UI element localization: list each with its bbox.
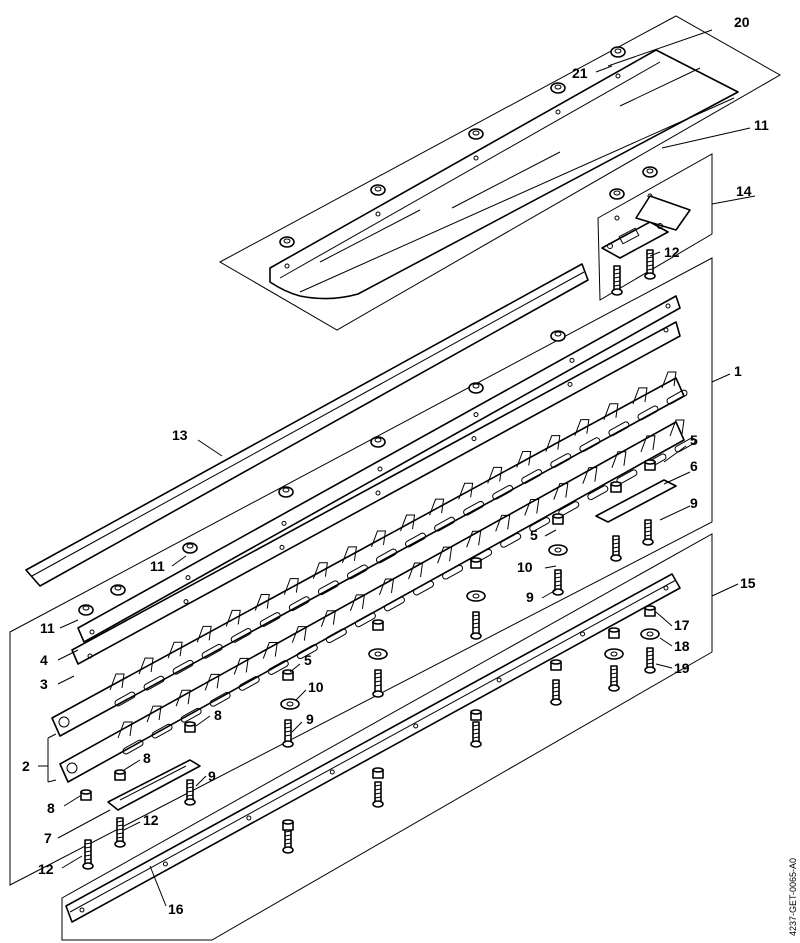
callout-9: 9	[208, 768, 216, 784]
bracket-14	[601, 195, 691, 259]
callout-12: 12	[143, 812, 159, 828]
group-outline-14	[597, 153, 713, 301]
leader-lines	[38, 29, 756, 907]
group-outline-15	[61, 533, 713, 941]
callout-10: 10	[308, 679, 324, 695]
document-code: 4237-GET-0065-A0	[788, 858, 798, 936]
callout-labels: 20 21 11 14 12 1 13 5 6 9 5 10 9 11 11 1…	[22, 14, 769, 917]
callout-21: 21	[572, 65, 588, 81]
blade-teeth	[109, 371, 696, 755]
rail-holes	[79, 585, 669, 913]
fasteners	[78, 249, 660, 870]
callout-8: 8	[143, 750, 151, 766]
callout-20: 20	[734, 14, 750, 30]
group-outline-20	[218, 15, 782, 331]
callout-6: 6	[690, 458, 698, 474]
plate-4	[77, 295, 681, 643]
plate-7	[107, 759, 201, 811]
plate-holes	[87, 303, 671, 659]
blade-guard-cover	[269, 49, 739, 300]
rail-16	[65, 573, 681, 923]
guide-rail-13	[25, 263, 589, 587]
callout-9: 9	[306, 711, 314, 727]
callout-12: 12	[664, 244, 680, 260]
callout-5: 5	[530, 527, 538, 543]
callout-3: 3	[40, 676, 48, 692]
callout-9: 9	[690, 495, 698, 511]
callout-11: 11	[754, 117, 769, 133]
callout-12: 12	[38, 861, 54, 877]
callout-1: 1	[734, 363, 742, 379]
callout-8: 8	[214, 707, 222, 723]
callout-18: 18	[674, 638, 690, 654]
guard-screws	[279, 46, 658, 269]
callout-10: 10	[517, 559, 533, 575]
callout-19: 19	[674, 660, 690, 676]
callout-5: 5	[690, 432, 698, 448]
callout-2: 2	[22, 758, 30, 774]
plate-6	[595, 479, 677, 523]
callout-5: 5	[304, 652, 312, 668]
callout-8: 8	[47, 800, 55, 816]
callout-17: 17	[674, 617, 690, 633]
callout-9: 9	[526, 589, 534, 605]
callout-11: 11	[150, 558, 165, 574]
callout-16: 16	[168, 901, 184, 917]
callout-7: 7	[44, 830, 52, 846]
callout-15: 15	[740, 575, 756, 591]
callout-4: 4	[40, 652, 48, 668]
callout-11: 11	[40, 620, 55, 636]
cutter-blade-upper	[51, 377, 685, 737]
callout-14: 14	[736, 183, 752, 199]
callout-13: 13	[172, 427, 188, 443]
